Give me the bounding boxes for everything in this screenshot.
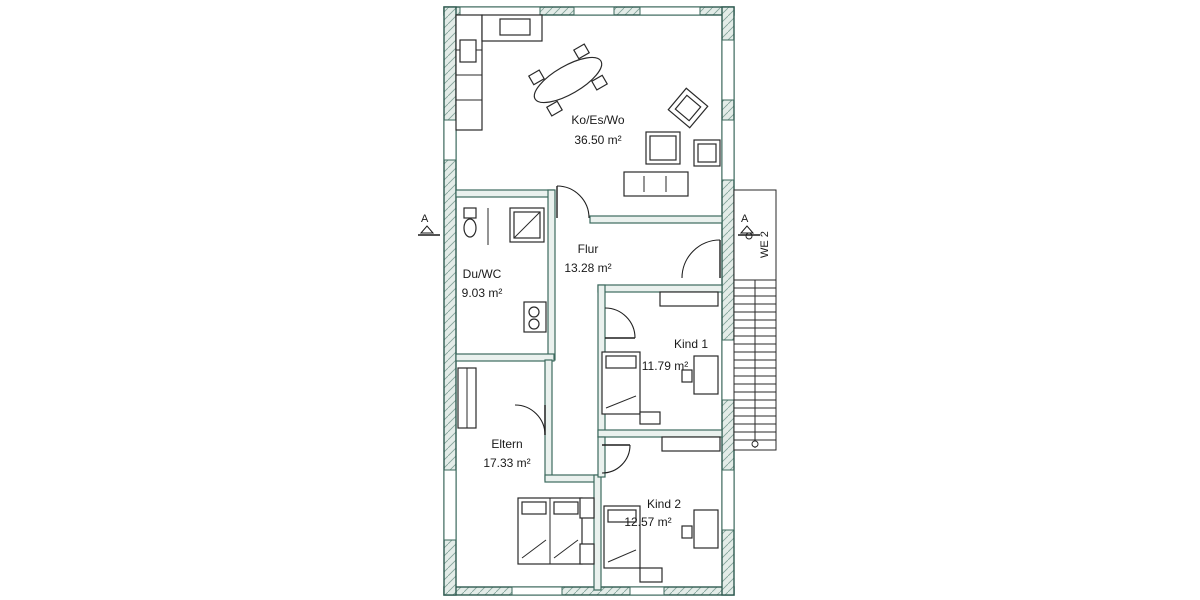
bathroom-fixtures	[463, 207, 547, 333]
room-area-kind2: 12.57 m²	[624, 515, 671, 529]
room-labels: Ko/Es/Wo 36.50 m² Flur 13.28 m² Du/WC 9.…	[462, 113, 709, 529]
chair-icon	[573, 43, 591, 60]
pillow	[521, 501, 547, 515]
room-area-flur: 13.28 m²	[564, 261, 611, 275]
nightstand	[639, 411, 661, 425]
section-letter-left: A	[421, 213, 429, 225]
window-left-living	[443, 119, 457, 161]
pillow	[607, 509, 637, 523]
dining-table	[533, 56, 603, 104]
wall-bath-hall	[547, 189, 556, 361]
dining-set	[527, 43, 609, 117]
stair-treads	[734, 287, 776, 441]
doors	[514, 185, 721, 474]
pillow	[605, 355, 637, 369]
desk	[693, 509, 719, 549]
chair-icon	[591, 74, 609, 91]
section-marker-left: A	[418, 213, 440, 236]
room-area-bath: 9.03 m²	[462, 286, 503, 300]
pillow	[553, 501, 579, 515]
door-entrance-icon	[681, 239, 721, 279]
room-name-bath: Du/WC	[463, 267, 502, 281]
room-name-eltern: Eltern	[491, 437, 522, 451]
section-arrow-right-icon	[739, 225, 755, 234]
wall-kind1-top	[597, 284, 723, 293]
room-area-eltern: 17.33 m²	[483, 456, 530, 470]
window-bottom-kind2	[629, 586, 665, 596]
room-name-kind1: Kind 1	[674, 337, 708, 351]
chair-icon	[681, 525, 693, 539]
window-right-kind2	[721, 469, 735, 531]
kind2-furniture	[603, 436, 721, 583]
room-name-flur: Flur	[578, 242, 599, 256]
armchair-rotated	[667, 87, 709, 129]
door-living-icon	[556, 185, 590, 219]
room-area-living: 36.50 m²	[574, 133, 621, 147]
room-area-kind1: 11.79 m²	[642, 359, 688, 373]
window-top-right	[639, 6, 701, 16]
window-top-mid	[573, 6, 615, 16]
sink-icon	[499, 18, 531, 36]
room-name-living: Ko/Es/Wo	[571, 113, 624, 127]
chair-icon	[545, 100, 563, 117]
chair-icon	[681, 369, 693, 383]
window-top-kitchen	[459, 6, 541, 16]
living-furniture	[623, 87, 721, 197]
stair-start-dot	[751, 440, 759, 448]
window-left-eltern	[443, 469, 457, 541]
nightstand	[579, 543, 595, 565]
stairwell: WE 2	[733, 189, 777, 451]
wall-living-bath	[455, 189, 555, 198]
wall-eltern-kind2	[593, 474, 602, 591]
kitchen	[455, 14, 543, 131]
wall-kind1-bottom	[597, 429, 723, 438]
window-right-living-1	[721, 39, 735, 101]
neighbor-label: WE 2	[759, 231, 771, 258]
washbasin-icon	[528, 318, 540, 330]
eltern-furniture	[457, 367, 595, 565]
toilet-icon	[463, 218, 477, 238]
section-arrow-left-icon	[419, 225, 435, 234]
window-bottom-eltern	[511, 586, 563, 596]
wardrobe	[659, 291, 719, 307]
sofa	[623, 171, 689, 197]
wall-eltern-hall	[544, 359, 553, 481]
wall-kind2-left-upper	[597, 436, 606, 478]
window-right-living-2	[721, 119, 735, 181]
stove-icon	[459, 39, 477, 63]
coffee-table-inner	[649, 135, 677, 161]
wardrobe	[661, 436, 721, 452]
wall-eltern-hall-bottom	[544, 474, 601, 483]
toilet-tank	[463, 207, 477, 219]
chair-icon	[527, 69, 545, 86]
wall-living-hall	[589, 215, 723, 224]
nightstand	[639, 567, 663, 583]
nightstand	[579, 497, 595, 519]
window-right-kind1	[721, 339, 735, 401]
kitchen-counter-left	[455, 14, 483, 131]
door-kind2-icon	[601, 444, 631, 474]
windows	[443, 6, 735, 596]
desk	[693, 355, 719, 395]
washbasin-icon	[528, 306, 540, 318]
door-eltern-icon	[514, 404, 546, 436]
kind1-furniture	[601, 291, 719, 425]
wall-bottom	[443, 586, 735, 596]
stair-end-dot	[745, 232, 753, 240]
wall-bath-eltern	[455, 353, 555, 362]
section-marker-right: A	[738, 213, 760, 236]
door-kind1-icon	[604, 307, 636, 339]
section-letter-right: A	[741, 213, 749, 225]
room-name-kind2: Kind 2	[647, 497, 681, 511]
